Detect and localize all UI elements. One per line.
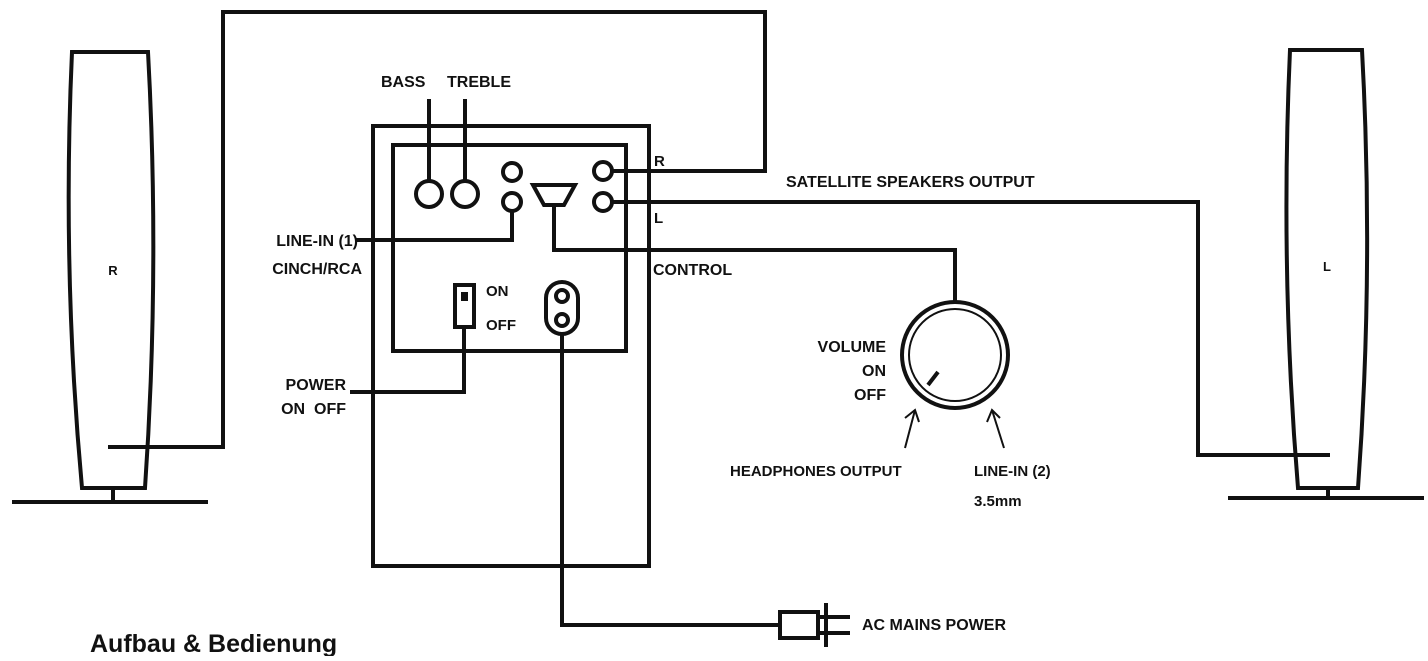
wire-satellite-left xyxy=(612,200,1330,457)
ac-plug xyxy=(778,603,850,647)
wire-line-in-1 xyxy=(356,211,514,242)
volume-off-label: OFF xyxy=(854,387,886,404)
treble-label: TREBLE xyxy=(447,74,511,91)
caption: Aufbau & Bedienung xyxy=(90,630,337,656)
volume-label: VOLUME xyxy=(818,339,887,356)
line-in-2-size-label: 3.5mm xyxy=(974,493,1022,510)
bass-knob-circle xyxy=(414,179,444,209)
treble-knob xyxy=(450,99,480,209)
wire-power-switch xyxy=(350,327,466,394)
out-r-label: R xyxy=(654,153,665,170)
speaker-left-label: L xyxy=(1323,259,1331,274)
speaker-right: R xyxy=(12,50,208,504)
satellite-output-label: SATELLITE SPEAKERS OUTPUT xyxy=(786,174,1035,191)
power-switch xyxy=(453,283,476,329)
ac-mains-label: AC MAINS POWER xyxy=(862,617,1006,634)
headphones-arrow-shaft xyxy=(904,409,916,449)
ac-plug-body xyxy=(778,610,820,640)
wire-control xyxy=(552,205,957,302)
volume-knob-pointer xyxy=(926,370,940,387)
line-in-1-label: LINE-IN (1) xyxy=(276,233,358,250)
line-in-2-arrow-shaft xyxy=(991,409,1005,449)
power-switch-dot xyxy=(461,292,468,301)
power-label-line1: POWER xyxy=(286,377,347,394)
satellite-out-l-jack xyxy=(592,191,614,213)
line-in-2-arrow-head xyxy=(986,408,1001,423)
headphones-output-label: HEADPHONES OUTPUT xyxy=(730,463,902,480)
speaker-left-body xyxy=(1284,48,1370,490)
satellite-out-r-jack xyxy=(592,160,614,182)
bass-knob xyxy=(414,99,444,209)
speaker-right-body xyxy=(66,50,156,490)
line-in-2-label: LINE-IN (2) xyxy=(974,463,1051,480)
control-connector xyxy=(529,183,579,207)
cinch-rca-label: CINCH/RCA xyxy=(272,261,362,278)
ac-socket-pin-bottom xyxy=(554,312,570,328)
speaker-right-label: R xyxy=(108,263,118,278)
line-in-1-jack-bottom xyxy=(501,191,523,213)
wire-satellite-right xyxy=(108,10,767,449)
power-label-line2: ON OFF xyxy=(281,401,346,418)
volume-knob-inner xyxy=(908,308,1002,402)
wire-ac-mains xyxy=(560,334,780,627)
ac-socket-pin-top xyxy=(554,288,570,304)
volume-control-pod xyxy=(900,300,1010,449)
line-in-1-jack-top xyxy=(501,161,523,183)
speaker-left: L xyxy=(1228,48,1424,500)
out-l-label: L xyxy=(654,210,663,227)
volume-on-label: ON xyxy=(862,363,886,380)
headphones-arrow-head xyxy=(904,408,920,423)
volume-knob-outer xyxy=(900,300,1010,410)
switch-on-label: ON xyxy=(486,283,509,300)
bass-label: BASS xyxy=(381,74,426,91)
subwoofer-housing xyxy=(371,124,651,568)
control-label: CONTROL xyxy=(653,262,732,279)
switch-off-label: OFF xyxy=(486,317,516,334)
treble-knob-circle xyxy=(450,179,480,209)
